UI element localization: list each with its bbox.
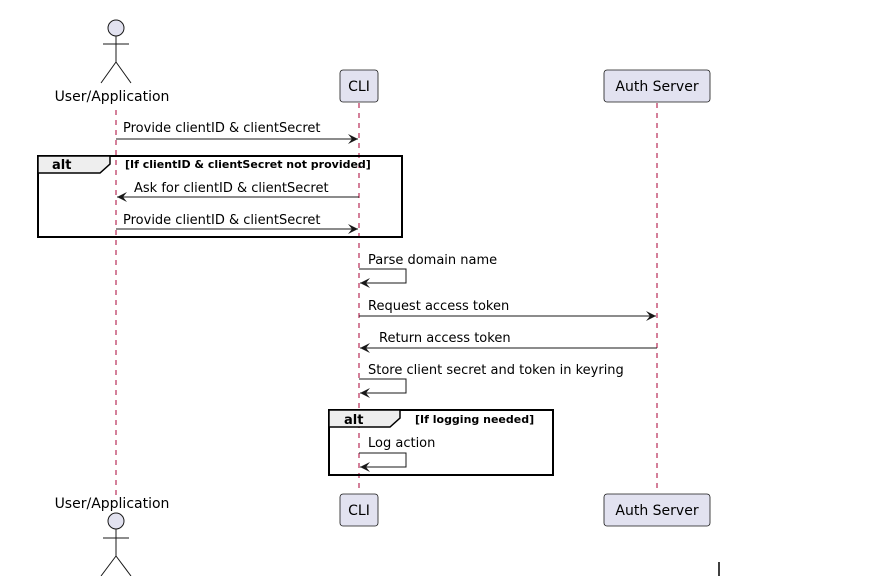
message-label: Provide clientID & clientSecret (123, 121, 321, 136)
fragment-frame (328, 409, 554, 476)
fragment-keyword: alt (344, 413, 363, 428)
message-label: Request access token (368, 299, 509, 314)
actor-body-icon (100, 36, 132, 84)
message-return-token: Return access token (360, 331, 657, 353)
actor-user-top: User/Application (55, 19, 170, 105)
message-arrow (359, 378, 407, 398)
participant-label-auth-bottom: Auth Server (615, 503, 698, 519)
message-label: Return access token (379, 331, 511, 346)
fragment-guard: [If logging needed] (415, 413, 534, 426)
message-label: Provide clientID & clientSecret (123, 213, 321, 228)
fragment-guard: [If clientID & clientSecret not provided… (125, 158, 371, 171)
message-store-secret: Store client secret and token in keyring (359, 363, 624, 398)
fragment-frame (37, 155, 403, 238)
participant-box (603, 493, 711, 527)
message-arrow (359, 268, 407, 288)
message-provide-credentials: Provide clientID & clientSecret (116, 121, 358, 144)
participant-auth-bottom: Auth Server (603, 493, 711, 527)
participant-label-auth-top: Auth Server (615, 79, 698, 95)
message-provide-credentials-again: Provide clientID & clientSecret (116, 213, 358, 234)
participant-box (339, 69, 379, 103)
participant-box (339, 493, 379, 527)
actor-body-icon (100, 529, 132, 576)
actor-head-icon (107, 512, 125, 530)
message-label: Log action (368, 436, 435, 451)
fragment-keyword: alt (52, 158, 71, 173)
message-parse-domain: Parse domain name (359, 253, 497, 288)
actor-label-user-top: User/Application (55, 89, 170, 105)
participant-box (603, 69, 711, 103)
participant-cli-bottom: CLI (339, 493, 379, 527)
alt-fragment-logging: alt [If logging needed] (328, 409, 554, 476)
message-label: Store client secret and token in keyring (368, 363, 624, 378)
actor-user-bottom: User/Application (55, 496, 170, 576)
message-ask-credentials: Ask for clientID & clientSecret (117, 181, 359, 202)
participant-label-cli-top: CLI (348, 79, 370, 95)
participant-auth-top: Auth Server (603, 69, 711, 103)
fragment-tab (328, 409, 401, 428)
message-request-token: Request access token (359, 299, 656, 321)
message-label: Ask for clientID & clientSecret (134, 181, 329, 196)
participant-label-cli-bottom: CLI (348, 503, 370, 519)
actor-label-user-bottom: User/Application (55, 496, 170, 512)
message-label: Parse domain name (368, 253, 497, 268)
message-log-action: Log action (359, 436, 435, 472)
participant-cli-top: CLI (339, 69, 379, 103)
actor-head-icon (107, 19, 125, 37)
fragment-tab (37, 155, 111, 174)
alt-fragment-credentials: alt [If clientID & clientSecret not prov… (37, 155, 403, 238)
message-arrow (359, 452, 407, 472)
